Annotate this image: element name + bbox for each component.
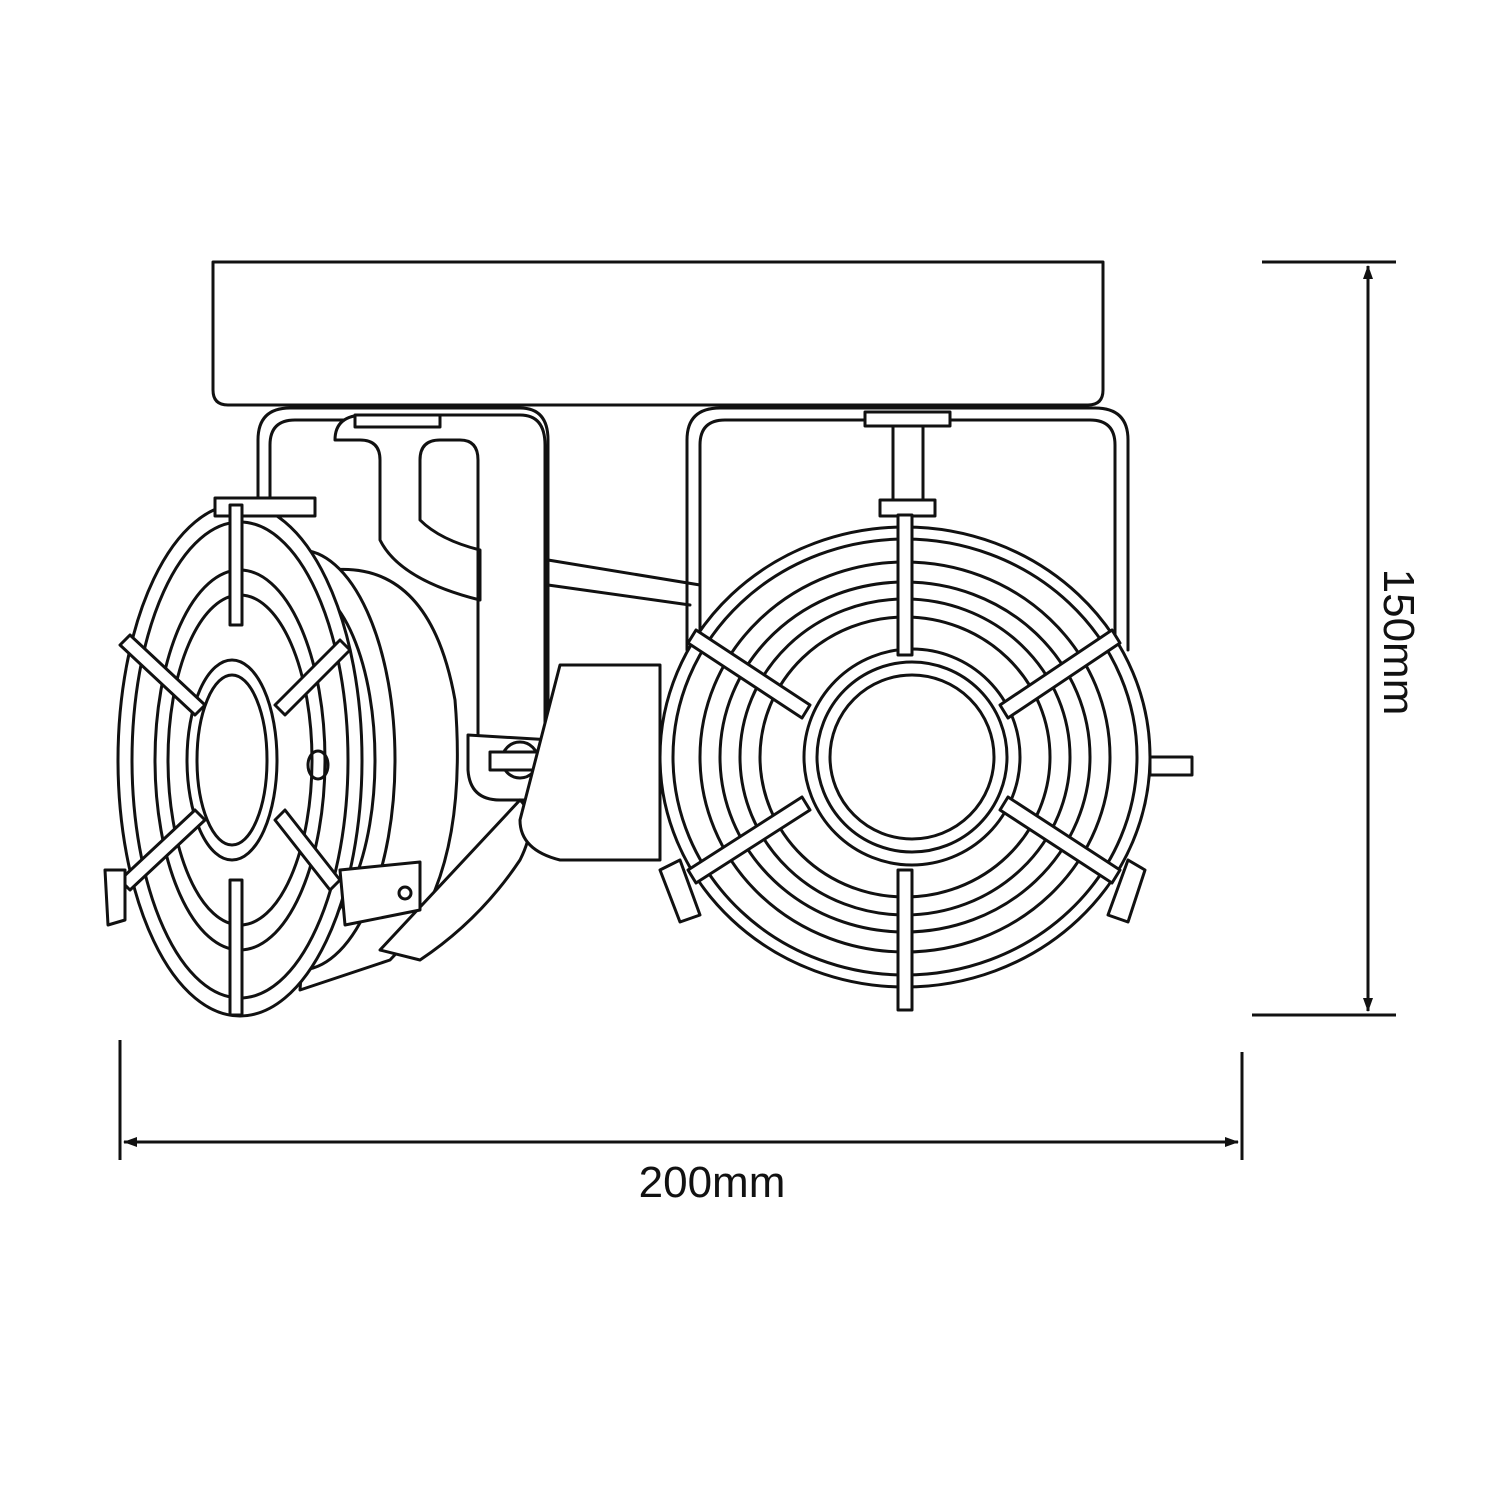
right-spotlight: [658, 513, 1194, 1012]
height-dimension: [1252, 260, 1396, 1017]
height-label: 150mm: [1374, 569, 1423, 716]
left-spotlight: [103, 496, 662, 1018]
right-bracket: [685, 406, 1130, 652]
width-dimension: [118, 1040, 1244, 1160]
width-label: 200mm: [639, 1158, 786, 1207]
ceiling-base-plate: [211, 260, 1105, 407]
